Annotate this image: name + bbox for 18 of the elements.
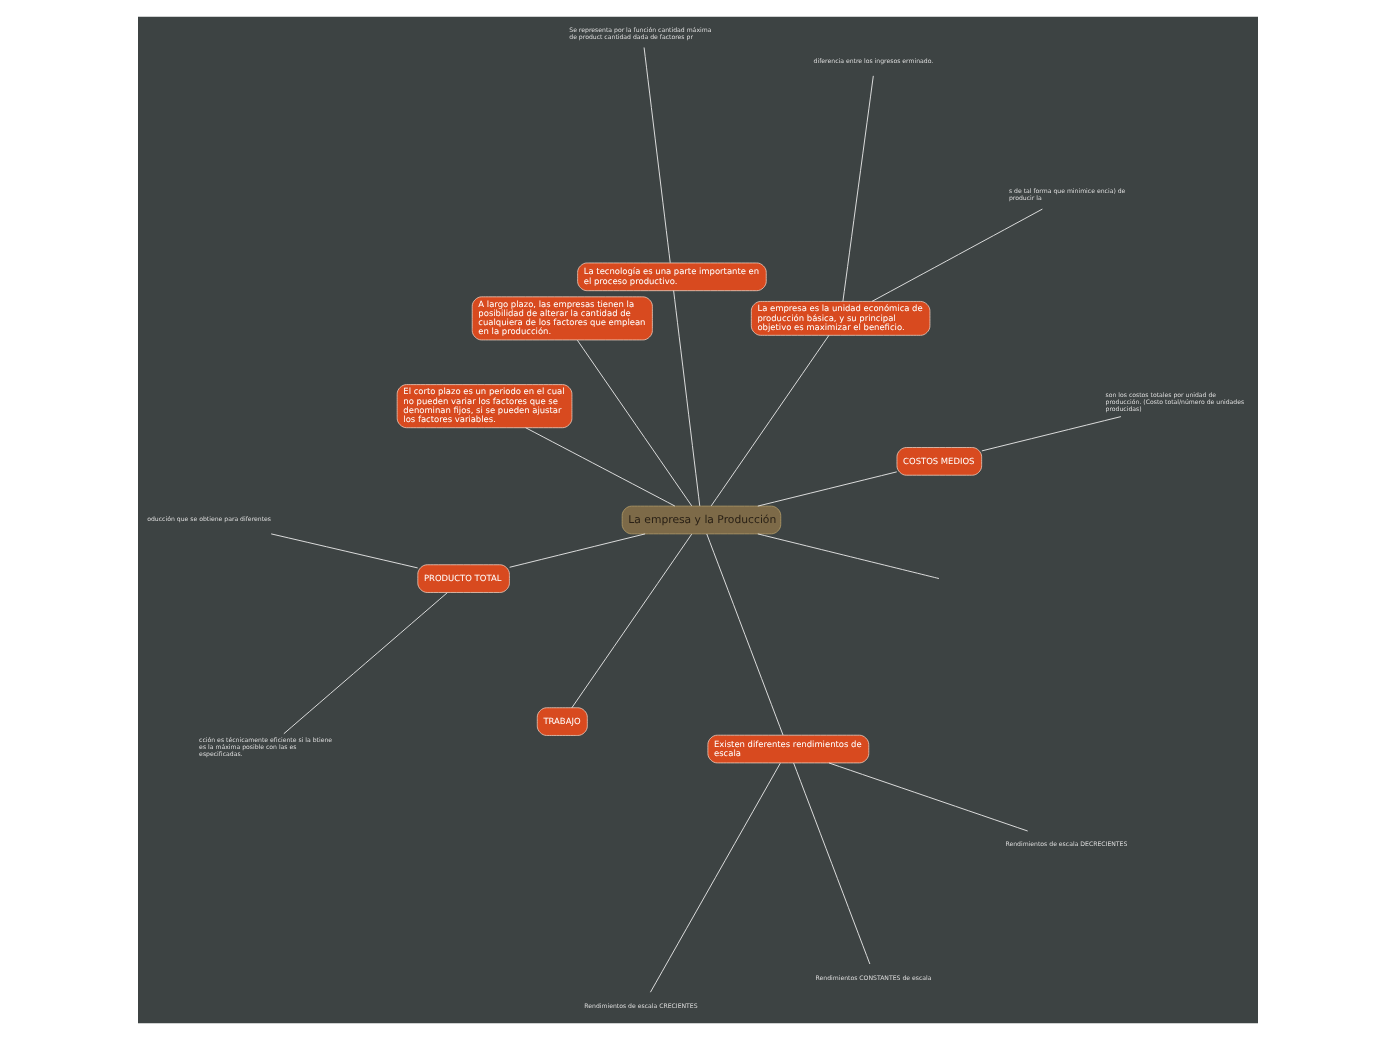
- connector: [642, 47, 670, 264]
- connector: [792, 762, 870, 965]
- connector: [705, 533, 783, 736]
- connector: [649, 762, 780, 993]
- connector: [524, 427, 675, 507]
- connector: [570, 533, 692, 709]
- connector: [269, 533, 418, 569]
- connector: [841, 75, 873, 302]
- connector: [672, 290, 700, 507]
- connector: [756, 471, 897, 507]
- connector: [282, 592, 447, 735]
- connector: [575, 339, 692, 507]
- connector: [827, 762, 1028, 832]
- connector: [508, 533, 645, 568]
- connector: [980, 416, 1121, 452]
- connector: [709, 334, 829, 507]
- connector: [756, 533, 939, 579]
- connector: [870, 208, 1042, 302]
